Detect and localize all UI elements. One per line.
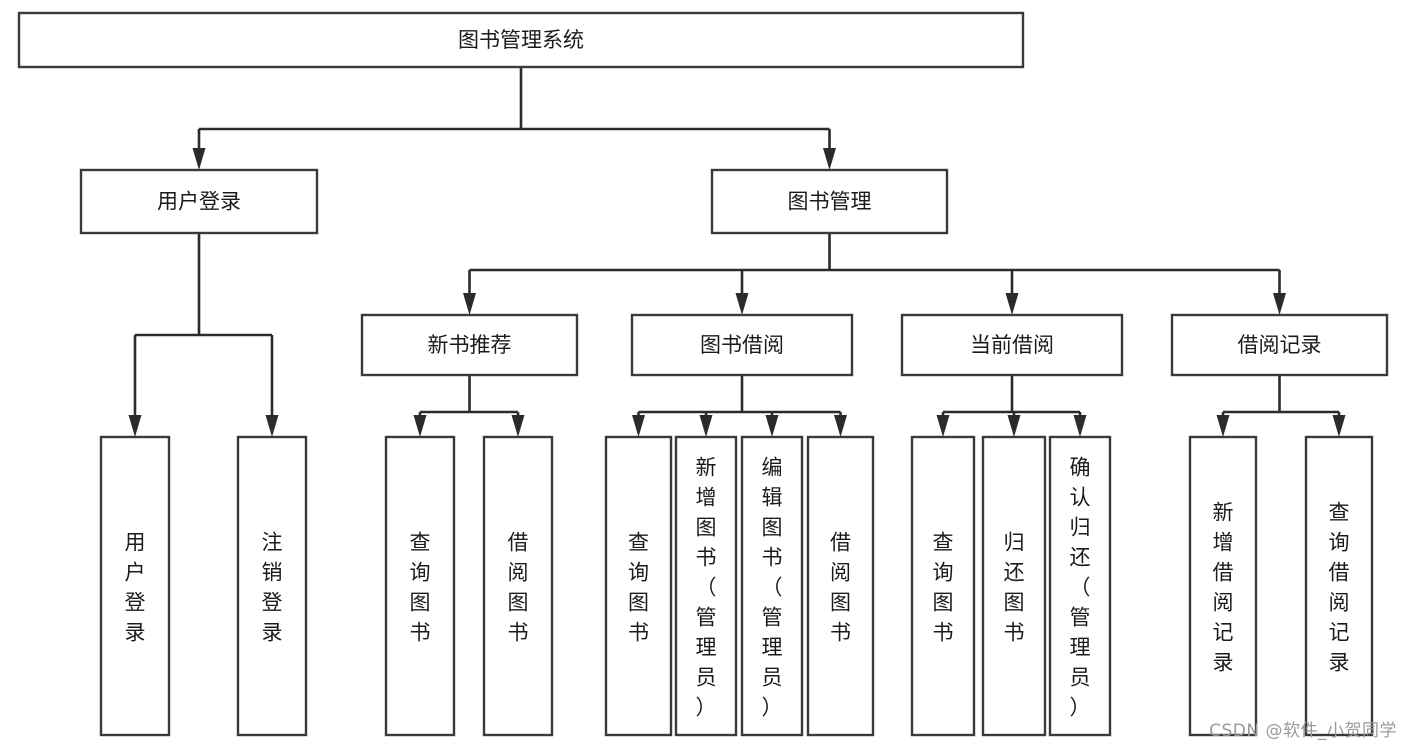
node-root[interactable]: 图书管理系统 bbox=[17, 11, 1025, 69]
node-box-current-return-book bbox=[981, 435, 1047, 737]
node-book-management[interactable]: 图书管理 bbox=[710, 168, 949, 235]
node-box-borrow-query-book bbox=[604, 435, 673, 737]
node-label-book-management: 图书管理 bbox=[788, 190, 872, 214]
to-current-query-book-arrowhead bbox=[936, 415, 950, 437]
node-user-login-leaf[interactable]: 用户登录 bbox=[99, 435, 171, 737]
node-label-new-book-recommend: 新书推荐 bbox=[428, 333, 512, 357]
node-box-current-query-book bbox=[910, 435, 976, 737]
node-borrow-add-book-admin[interactable]: 新增图书（管理员） bbox=[674, 435, 738, 737]
node-box-root bbox=[17, 11, 1025, 69]
node-label-user-login-leaf: 用户登录 bbox=[125, 530, 146, 644]
node-recommend-query-book[interactable]: 查询图书 bbox=[384, 435, 456, 737]
node-box-book-management bbox=[710, 168, 949, 235]
node-borrow-query-book[interactable]: 查询图书 bbox=[604, 435, 673, 737]
node-label-borrow-query-book: 查询图书 bbox=[628, 530, 649, 644]
node-label-borrow-edit-book-admin: 编辑图书（管理员） bbox=[762, 455, 783, 719]
to-borrow-query-book-arrowhead bbox=[632, 415, 645, 437]
node-box-book-borrow bbox=[630, 313, 854, 377]
node-new-book-recommend[interactable]: 新书推荐 bbox=[360, 313, 579, 377]
to-borrow-add-book-admin-arrowhead bbox=[699, 415, 713, 437]
node-borrow-record[interactable]: 借阅记录 bbox=[1170, 313, 1389, 377]
to-borrow-record-arrowhead bbox=[1273, 293, 1286, 315]
node-current-return-book[interactable]: 归还图书 bbox=[981, 435, 1047, 737]
to-recommend-borrow-book-arrowhead bbox=[511, 415, 525, 437]
node-box-borrow-borrow-book bbox=[806, 435, 875, 737]
node-borrow-edit-book-admin[interactable]: 编辑图书（管理员） bbox=[740, 435, 804, 737]
csdn-watermark: CSDN @软件_小贺同学 bbox=[1209, 721, 1397, 741]
node-box-user-logout-leaf bbox=[236, 435, 308, 737]
node-label-user-logout-leaf: 注销登录 bbox=[262, 530, 283, 644]
node-current-confirm-return-admin[interactable]: 确认归还（管理员） bbox=[1048, 435, 1112, 737]
to-current-return-book-arrowhead bbox=[1007, 415, 1021, 437]
to-book-management-arrowhead bbox=[823, 148, 836, 170]
node-label-record-add: 新增借阅记录 bbox=[1213, 500, 1234, 674]
node-label-current-return-book: 归还图书 bbox=[1004, 530, 1025, 644]
node-box-current-confirm-return-admin bbox=[1048, 435, 1112, 737]
node-label-borrow-add-book-admin: 新增图书（管理员） bbox=[696, 455, 717, 719]
node-box-record-query bbox=[1304, 435, 1374, 737]
to-record-add-arrowhead bbox=[1216, 415, 1230, 437]
node-user-logout-leaf[interactable]: 注销登录 bbox=[236, 435, 308, 737]
to-user-logout-leaf-arrowhead bbox=[265, 415, 279, 437]
node-record-query[interactable]: 查询借阅记录 bbox=[1304, 435, 1374, 737]
node-label-root: 图书管理系统 bbox=[458, 28, 584, 52]
to-user-login-leaf-arrowhead bbox=[128, 415, 142, 437]
to-user-login-arrowhead bbox=[192, 148, 206, 170]
node-box-recommend-query-book bbox=[384, 435, 456, 737]
node-current-query-book[interactable]: 查询图书 bbox=[910, 435, 976, 737]
to-new-book-recommend-arrowhead bbox=[463, 293, 476, 315]
to-borrow-borrow-book-arrowhead bbox=[834, 415, 847, 437]
node-box-borrow-add-book-admin bbox=[674, 435, 738, 737]
node-box-user-login bbox=[79, 168, 319, 235]
node-label-recommend-query-book: 查询图书 bbox=[410, 530, 431, 644]
node-label-record-query: 查询借阅记录 bbox=[1329, 500, 1350, 674]
to-recommend-query-book-arrowhead bbox=[413, 415, 427, 437]
node-borrow-borrow-book[interactable]: 借阅图书 bbox=[806, 435, 875, 737]
to-record-query-arrowhead bbox=[1332, 415, 1346, 437]
node-box-user-login-leaf bbox=[99, 435, 171, 737]
to-current-confirm-return-admin-arrowhead bbox=[1073, 415, 1087, 437]
node-label-borrow-record: 借阅记录 bbox=[1238, 333, 1322, 357]
node-label-borrow-borrow-book: 借阅图书 bbox=[830, 530, 851, 644]
node-record-add[interactable]: 新增借阅记录 bbox=[1188, 435, 1258, 737]
node-current-borrow[interactable]: 当前借阅 bbox=[900, 313, 1124, 377]
node-box-borrow-record bbox=[1170, 313, 1389, 377]
node-label-recommend-borrow-book: 借阅图书 bbox=[508, 530, 529, 644]
node-book-borrow[interactable]: 图书借阅 bbox=[630, 313, 854, 377]
node-box-recommend-borrow-book bbox=[482, 435, 554, 737]
node-box-record-add bbox=[1188, 435, 1258, 737]
node-recommend-borrow-book[interactable]: 借阅图书 bbox=[482, 435, 554, 737]
to-current-borrow-arrowhead bbox=[1005, 293, 1019, 315]
node-label-current-borrow: 当前借阅 bbox=[970, 333, 1054, 357]
node-label-current-confirm-return-admin: 确认归还（管理员） bbox=[1070, 455, 1091, 719]
node-box-borrow-edit-book-admin bbox=[740, 435, 804, 737]
node-box-new-book-recommend bbox=[360, 313, 579, 377]
node-label-book-borrow: 图书借阅 bbox=[700, 333, 784, 357]
node-label-current-query-book: 查询图书 bbox=[933, 530, 954, 644]
to-book-borrow-arrowhead bbox=[735, 293, 749, 315]
node-label-user-login: 用户登录 bbox=[157, 190, 241, 214]
node-user-login[interactable]: 用户登录 bbox=[79, 168, 319, 235]
node-box-current-borrow bbox=[900, 313, 1124, 377]
to-borrow-edit-book-admin-arrowhead bbox=[765, 415, 779, 437]
